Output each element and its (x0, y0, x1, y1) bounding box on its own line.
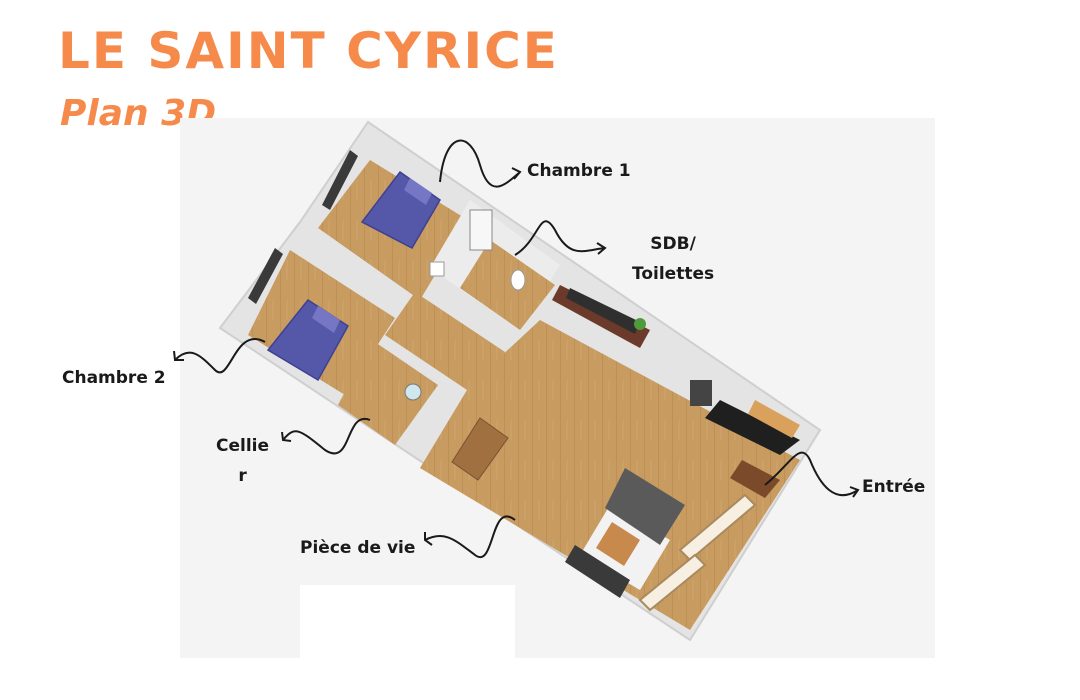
label-chambre-1: Chambre 1 (527, 161, 631, 181)
label-cellier-line-1: Cellie (216, 436, 270, 456)
stove (690, 380, 712, 406)
windows (248, 150, 757, 612)
arrow-piece-de-vie (424, 515, 516, 559)
plan-backdrop-cutout (300, 585, 515, 660)
label-entree: Entrée (862, 477, 926, 497)
pointer-arrows (173, 139, 860, 559)
tv-bench (565, 545, 630, 598)
label-cellier-line-2: r (238, 465, 247, 486)
dining-table (451, 417, 509, 481)
window-living-2 (638, 553, 707, 612)
label-sdb-line-1: SDB/ (650, 234, 696, 254)
page-title: LE SAINT CYRICE (58, 22, 559, 80)
window-chambre-1 (322, 150, 358, 210)
furniture (266, 170, 800, 598)
window-chambre-2 (248, 248, 283, 304)
label-sdb-toilettes: SDB/ Toilettes (632, 230, 714, 290)
entry-door (730, 460, 780, 498)
arrow-chambre-2 (174, 338, 266, 374)
arrow-sdb (514, 220, 606, 256)
toilet (510, 269, 526, 291)
sofa (605, 468, 685, 545)
arrow-entree (764, 451, 859, 497)
arrow-chambre-1 (439, 139, 521, 188)
room-hallway (385, 292, 505, 392)
washing-machine (404, 383, 422, 401)
label-piece-de-vie: Pièce de vie (300, 538, 416, 558)
label-sdb-line-2: Toilettes (632, 263, 715, 284)
sink (429, 261, 445, 277)
label-cellier: Cellie r (216, 432, 269, 492)
room-piece-de-vie (420, 320, 800, 630)
coffee-table (596, 522, 640, 566)
shower (469, 209, 493, 251)
window-living-1 (678, 493, 757, 562)
entry-cabinet (705, 400, 800, 455)
sdb-floor (460, 240, 555, 330)
label-chambre-2: Chambre 2 (62, 368, 166, 388)
arrow-cellier (282, 417, 371, 455)
